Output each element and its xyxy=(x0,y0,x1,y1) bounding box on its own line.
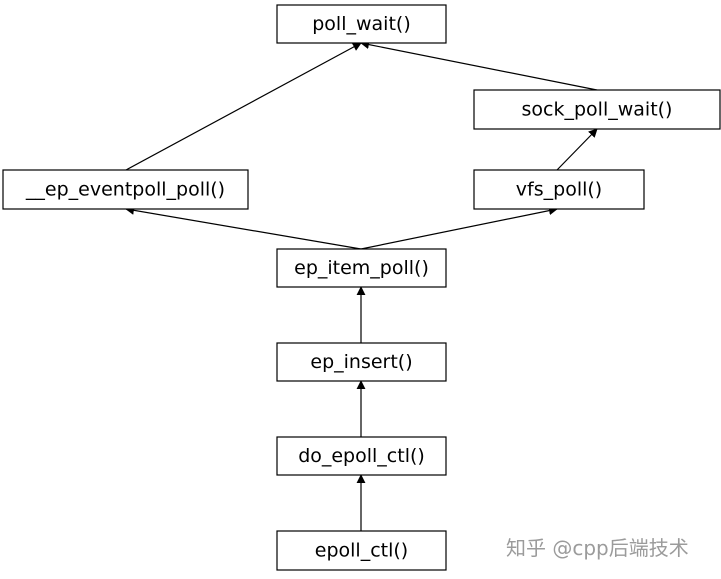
node-label: vfs_poll() xyxy=(516,179,602,201)
node-box xyxy=(276,436,447,476)
node-box xyxy=(473,89,721,130)
node-label: epoll_ctl() xyxy=(315,540,408,562)
node-label: ep_item_poll() xyxy=(294,257,429,279)
node-box xyxy=(276,530,447,571)
node-label: poll_wait() xyxy=(312,13,410,35)
node-box xyxy=(473,169,645,210)
node-box xyxy=(276,248,447,288)
node-epoll-ctl: epoll_ctl() xyxy=(276,530,447,571)
edge-sock-poll-wait-to-poll-wait xyxy=(360,40,598,91)
node-label: sock_poll_wait() xyxy=(522,99,673,121)
watermark-text: 知乎 @cpp后端技术 xyxy=(506,536,689,560)
edge-vfs-poll-to-sock-poll-wait xyxy=(556,128,598,171)
node-sock-poll-wait: sock_poll_wait() xyxy=(473,89,721,130)
node-do-epoll-ctl: do_epoll_ctl() xyxy=(276,436,447,476)
node-label: ep_insert() xyxy=(310,351,412,373)
edges xyxy=(125,40,598,531)
edge-ep-item-poll-to-vfs-poll xyxy=(360,206,558,250)
node-ep-item-poll: ep_item_poll() xyxy=(276,248,447,288)
node-label: do_epoll_ctl() xyxy=(298,445,425,467)
node-label: __ep_eventpoll_poll() xyxy=(25,179,225,201)
node-poll-wait: poll_wait() xyxy=(276,4,447,44)
node-vfs-poll: vfs_poll() xyxy=(473,169,645,210)
node-box xyxy=(2,169,249,210)
edge-ep-item-poll-to-ep-eventpoll-poll xyxy=(125,205,362,250)
node-ep-eventpoll-poll: __ep_eventpoll_poll() xyxy=(2,169,249,210)
node-ep-insert: ep_insert() xyxy=(276,342,447,382)
node-box xyxy=(276,4,447,44)
edge-ep-eventpoll-poll-to-poll-wait xyxy=(125,42,362,171)
node-box xyxy=(276,342,447,382)
